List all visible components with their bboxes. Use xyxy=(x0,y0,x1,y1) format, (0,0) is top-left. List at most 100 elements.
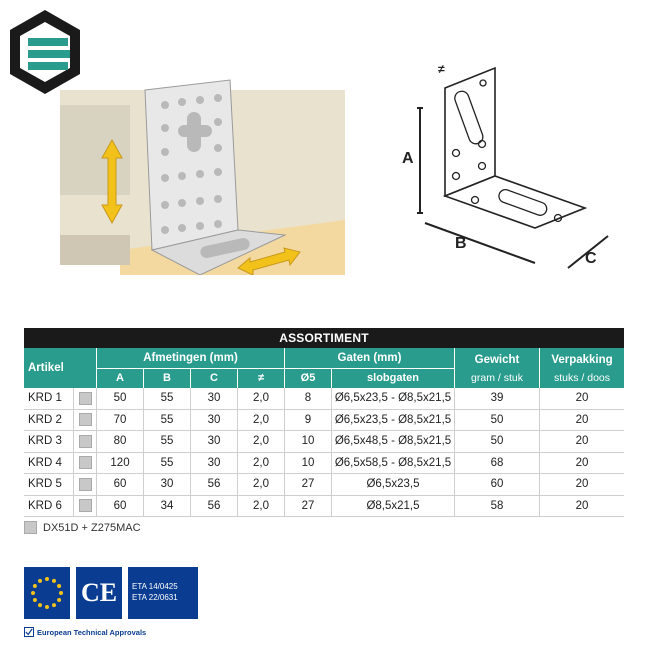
row-d5: 10 xyxy=(284,452,332,474)
row-d5: 27 xyxy=(284,473,332,496)
row-swatch xyxy=(73,430,97,453)
eta-approval: European Technical Approvals xyxy=(24,625,146,639)
row-b: 55 xyxy=(143,430,191,453)
row-swatch xyxy=(73,452,97,474)
row-artikel: KRD 2 xyxy=(24,409,74,431)
subheader-thickness: ≠ xyxy=(237,367,285,388)
row-b: 55 xyxy=(143,452,191,474)
header-verpakking: Verpakking xyxy=(539,348,624,368)
ce-mark: CE xyxy=(76,567,122,619)
material-swatch-icon xyxy=(78,434,92,448)
material-swatch-icon xyxy=(78,456,92,470)
row-slob: Ø6,5x23,5 xyxy=(331,473,455,496)
row-d5: 9 xyxy=(284,409,332,431)
row-slob: Ø6,5x48,5 - Ø8,5x21,5 xyxy=(331,430,455,453)
brand-logo xyxy=(10,10,80,94)
row-b: 34 xyxy=(143,495,191,517)
row-slob: Ø6,5x58,5 - Ø8,5x21,5 xyxy=(331,452,455,474)
row-b: 55 xyxy=(143,409,191,431)
row-slob: Ø6,5x23,5 - Ø8,5x21,5 xyxy=(331,388,455,410)
row-gewicht: 58 xyxy=(454,495,540,517)
row-artikel: KRD 4 xyxy=(24,452,74,474)
eu-flag-icon xyxy=(24,567,70,619)
row-c: 30 xyxy=(190,430,238,453)
checkbox-icon xyxy=(24,627,34,637)
row-verpakking: 20 xyxy=(539,430,624,453)
row-d5: 27 xyxy=(284,495,332,517)
material-label: DX51D + Z275MAC xyxy=(43,521,141,534)
thickness-label: ≠ xyxy=(438,62,445,76)
row-verpakking: 20 xyxy=(539,473,624,496)
row-b: 30 xyxy=(143,473,191,496)
dimension-c-label: C xyxy=(585,250,597,267)
row-t: 2,0 xyxy=(237,452,285,474)
row-gewicht: 50 xyxy=(454,430,540,453)
approval-label: European Technical Approvals xyxy=(37,627,147,637)
assortiment-table: ASSORTIMENT Artikel Afmetingen (mm) Gate… xyxy=(24,328,624,517)
row-t: 2,0 xyxy=(237,388,285,410)
row-artikel: KRD 3 xyxy=(24,430,74,453)
row-t: 2,0 xyxy=(237,409,285,431)
row-d5: 10 xyxy=(284,430,332,453)
subheader-b: B xyxy=(143,367,191,388)
row-t: 2,0 xyxy=(237,495,285,517)
row-a: 50 xyxy=(96,388,144,410)
header-gaten: Gaten (mm) xyxy=(284,348,455,368)
row-a: 60 xyxy=(96,473,144,496)
subheader-a: A xyxy=(96,367,144,388)
row-c: 30 xyxy=(190,409,238,431)
subheader-gewicht-unit: gram / stuk xyxy=(454,368,540,388)
row-artikel: KRD 6 xyxy=(24,495,74,517)
row-gewicht: 68 xyxy=(454,452,540,474)
row-d5: 8 xyxy=(284,388,332,410)
vertical-arrow-icon xyxy=(101,138,123,225)
material-swatch-icon xyxy=(78,477,92,491)
row-b: 55 xyxy=(143,388,191,410)
row-a: 80 xyxy=(96,430,144,453)
row-gewicht: 50 xyxy=(454,409,540,431)
material-swatch-icon xyxy=(78,391,92,405)
eta-numbers: ETA 14/0425 ETA 22/0631 xyxy=(128,567,198,619)
row-gewicht: 39 xyxy=(454,388,540,410)
material-note: DX51D + Z275MAC xyxy=(24,521,141,534)
row-t: 2,0 xyxy=(237,473,285,496)
row-slob: Ø6,5x23,5 - Ø8,5x21,5 xyxy=(331,409,455,431)
row-verpakking: 20 xyxy=(539,495,624,517)
table-title: ASSORTIMENT xyxy=(24,328,624,348)
row-c: 30 xyxy=(190,452,238,474)
header-afmetingen: Afmetingen (mm) xyxy=(96,348,285,368)
subheader-verpakking-unit: stuks / doos xyxy=(539,368,624,388)
row-c: 56 xyxy=(190,473,238,496)
row-verpakking: 20 xyxy=(539,388,624,410)
horizontal-arrow-icon xyxy=(237,247,301,275)
row-a: 60 xyxy=(96,495,144,517)
subheader-c: C xyxy=(190,367,238,388)
row-gewicht: 60 xyxy=(454,473,540,496)
material-swatch-icon xyxy=(24,521,37,534)
row-swatch xyxy=(73,388,97,410)
dimension-b-label: B xyxy=(455,235,467,252)
row-artikel: KRD 5 xyxy=(24,473,74,496)
row-swatch xyxy=(73,495,97,517)
material-swatch-icon xyxy=(78,499,92,513)
subheader-slobgaten: slobgaten xyxy=(331,367,455,388)
header-gewicht: Gewicht xyxy=(454,348,540,368)
row-slob: Ø8,5x21,5 xyxy=(331,495,455,517)
row-verpakking: 20 xyxy=(539,452,624,474)
eta-line-2: ETA 22/0631 xyxy=(132,593,178,602)
row-t: 2,0 xyxy=(237,430,285,453)
material-swatch-icon xyxy=(78,413,92,427)
technical-drawing: A B C ≠ xyxy=(402,62,609,269)
subheader-d5: Ø5 xyxy=(284,367,332,388)
certifications: CE ETA 14/0425 ETA 22/0631 European Tech… xyxy=(24,567,198,639)
product-photo xyxy=(60,79,345,275)
row-a: 120 xyxy=(96,452,144,474)
row-swatch xyxy=(73,473,97,496)
row-verpakking: 20 xyxy=(539,409,624,431)
row-artikel: KRD 1 xyxy=(24,388,74,410)
